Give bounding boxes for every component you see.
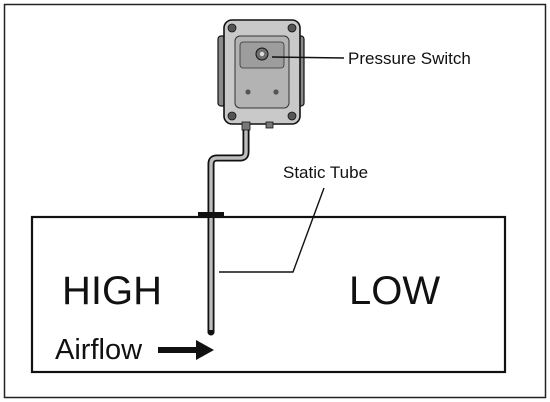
static-tube-label: Static Tube: [283, 163, 368, 182]
high-label: HIGH: [62, 269, 162, 313]
static-tube-leader: [219, 187, 325, 273]
low-label: LOW: [349, 269, 440, 313]
tube-fitting: [198, 212, 224, 218]
static-tube: [207, 124, 250, 336]
pressure-switch-label: Pressure Switch: [348, 49, 471, 68]
airflow-arrow-icon: [158, 340, 214, 360]
duct-outline: [30, 215, 507, 374]
pressure-switch-device-icon: [217, 19, 305, 131]
airflow-label: Airflow: [55, 334, 143, 366]
pressure-switch-leader: [271, 56, 345, 59]
